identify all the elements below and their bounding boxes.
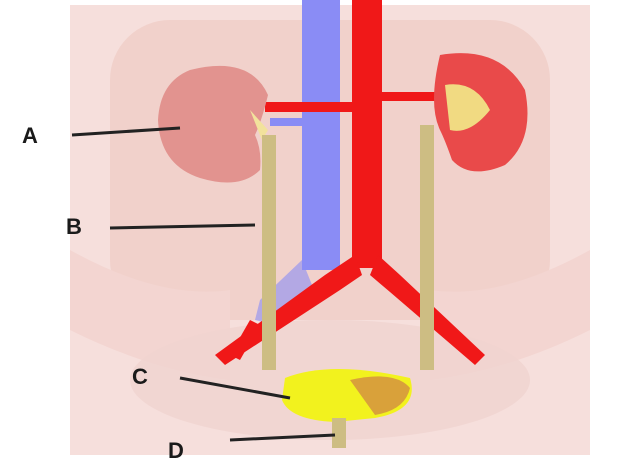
label-a: A bbox=[22, 123, 38, 148]
label-c: C bbox=[132, 364, 148, 389]
label-b: B bbox=[66, 214, 82, 239]
label-d: D bbox=[168, 438, 184, 463]
